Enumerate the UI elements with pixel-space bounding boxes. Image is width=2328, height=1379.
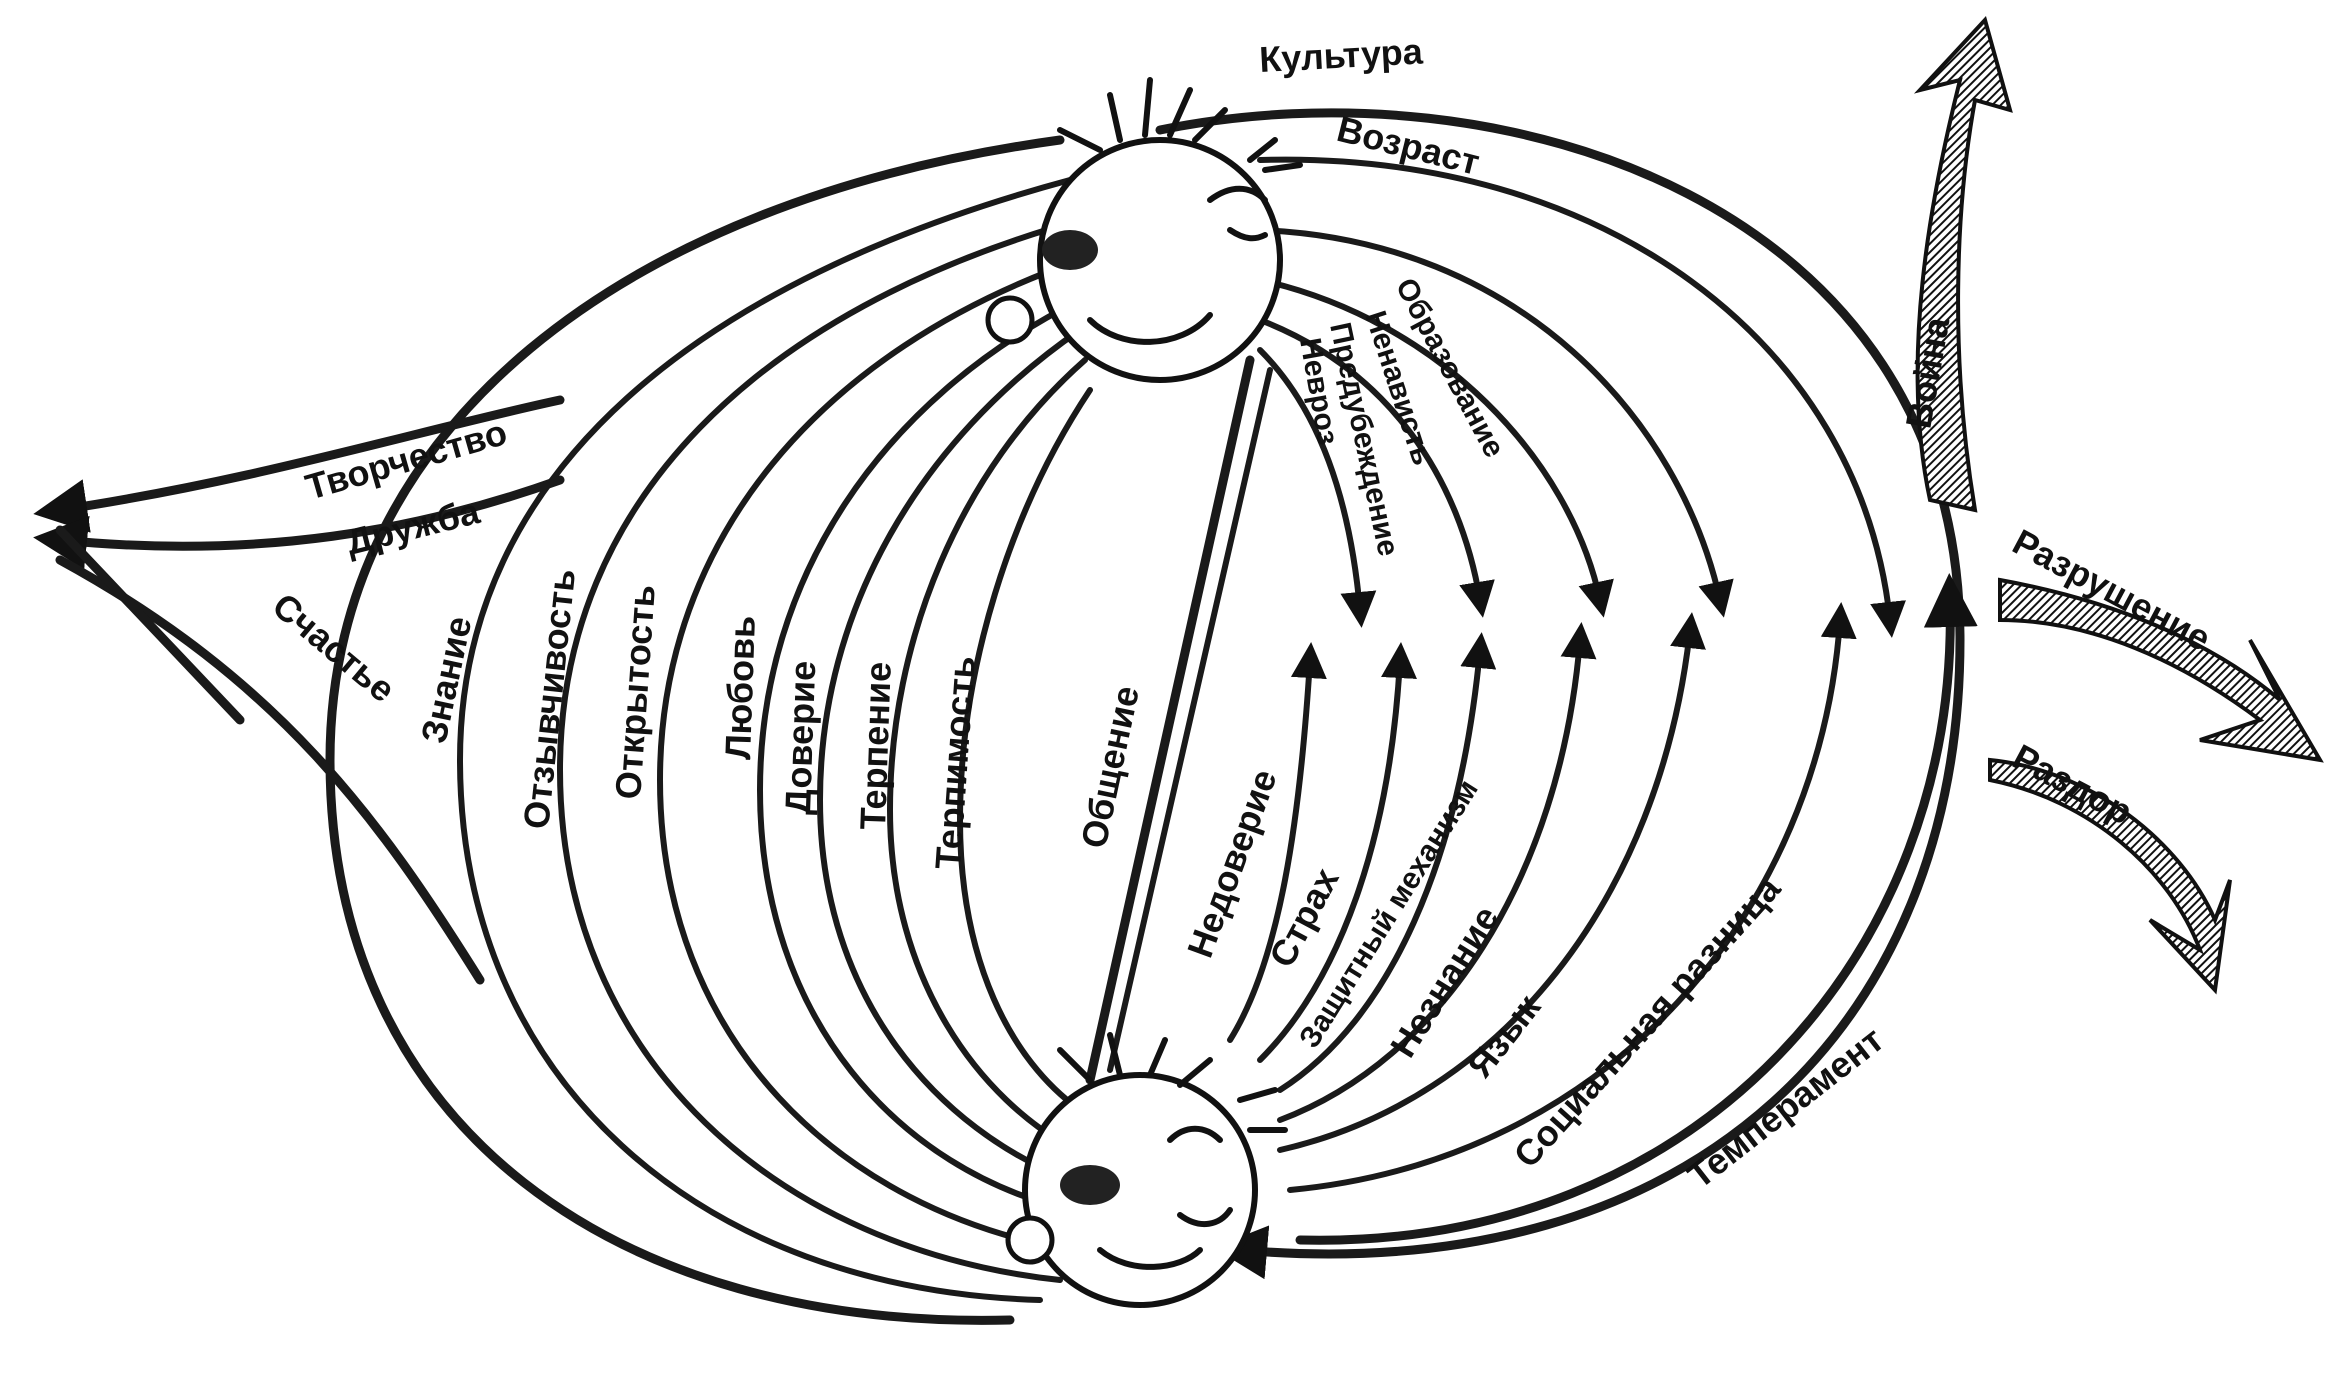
label-terpimost: Терпимость [927,655,983,871]
label-druzhba: Дружба [342,490,484,563]
bottom-person [1008,1035,1285,1305]
label-znanie: Знание [413,613,480,747]
arrow-voina [1918,20,2010,510]
label-nedoverie: Недоверие [1179,764,1285,963]
label-doverie: Доверие [777,660,823,815]
label-kultura: Культура [1258,30,1424,80]
smiling-face-icon [988,80,1300,380]
arrow-left-tail [60,530,240,720]
label-lyubov: Любовь [717,615,763,760]
label-otkrytost: Открытость [607,583,663,800]
arrow-schastie [60,560,480,980]
top-person [988,80,1300,380]
label-obshchenie: Общение [1073,682,1147,851]
arc-terpenie [890,360,1085,1150]
winking-face-icon [1008,1035,1285,1305]
right-outgoing-arrows [1918,20,2320,990]
label-otzyvchivost: Отзывчивость [515,567,583,831]
arc-terpimost [960,390,1090,1110]
label-terpenie: Терпение [852,661,899,830]
